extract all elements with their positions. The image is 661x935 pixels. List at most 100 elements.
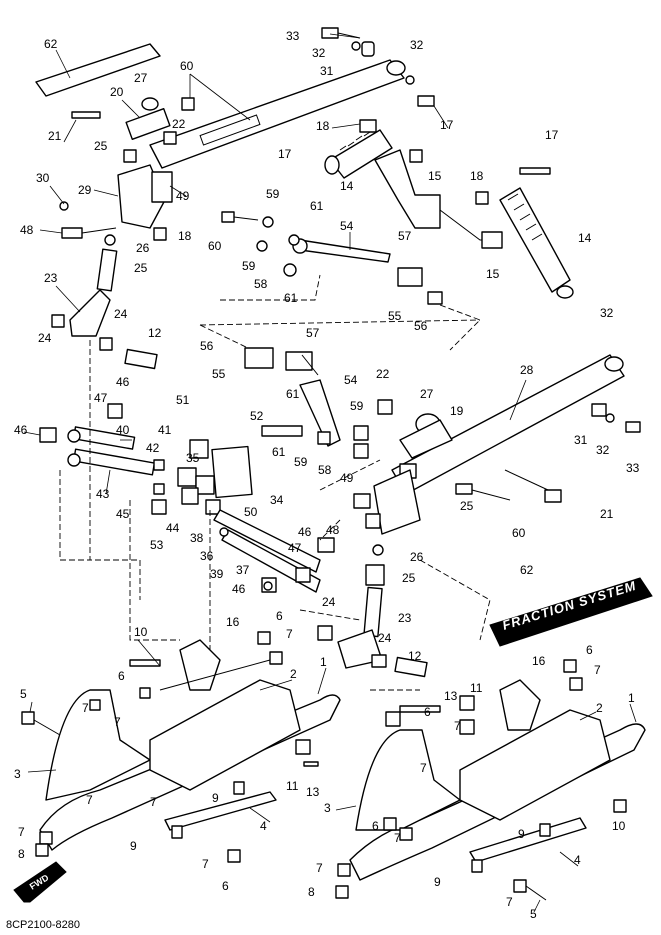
- callout-26b: 26: [410, 550, 424, 564]
- callout-27: 27: [134, 71, 148, 85]
- callout-24: 24: [114, 307, 128, 321]
- callout-9d: 9: [434, 875, 441, 889]
- callout-37: 37: [236, 563, 250, 577]
- callout-1: 1: [320, 655, 327, 669]
- callout-11: 11: [470, 681, 483, 695]
- callout-61d: 61: [272, 445, 286, 459]
- callout-46d: 46: [232, 582, 246, 596]
- callout-41: 41: [158, 423, 172, 437]
- callout-25c: 25: [460, 499, 474, 513]
- callout-7l: 7: [316, 861, 323, 875]
- callout-2: 2: [290, 667, 297, 681]
- callout-59c: 59: [350, 399, 364, 413]
- callout-18c: 18: [178, 229, 192, 243]
- callout-20: 20: [110, 85, 124, 99]
- callout-7m: 7: [506, 895, 513, 909]
- callout-25d: 25: [402, 571, 416, 585]
- callout-5: 5: [20, 687, 27, 701]
- callout-56b: 56: [200, 339, 214, 353]
- callout-6b: 6: [586, 643, 593, 657]
- callout-16b: 16: [532, 654, 546, 668]
- callout-55b: 55: [212, 367, 226, 381]
- callout-54b: 54: [344, 373, 358, 387]
- callout-58: 58: [254, 277, 268, 291]
- callout-7c: 7: [82, 701, 89, 715]
- spindle-assembly-top: [51, 97, 259, 351]
- decal-strip-fraction-system: FRACTION SYSTEM: [489, 577, 653, 647]
- callout-40: 40: [116, 423, 130, 437]
- callout-7g: 7: [86, 793, 93, 807]
- decal-strip-top: [35, 43, 161, 97]
- callout-49: 49: [176, 189, 190, 203]
- callout-15: 15: [428, 169, 442, 183]
- callout-4b: 4: [574, 853, 581, 867]
- callout-36: 36: [200, 549, 214, 563]
- dashed-guides: [59, 340, 491, 691]
- callout-21: 21: [48, 129, 62, 143]
- callout-7d: 7: [114, 715, 121, 729]
- callout-52: 52: [250, 409, 264, 423]
- callout-51: 51: [176, 393, 190, 407]
- callout-50: 50: [244, 505, 258, 519]
- callout-30: 30: [36, 171, 50, 185]
- callout-61c: 61: [286, 387, 300, 401]
- callout-24b: 24: [38, 331, 52, 345]
- callout-5b: 5: [530, 907, 537, 921]
- callout-7h: 7: [150, 795, 157, 809]
- callout-7b: 7: [594, 663, 601, 677]
- callout-31b: 31: [574, 433, 588, 447]
- callout-31: 31: [320, 64, 334, 78]
- callout-12b: 12: [408, 649, 422, 663]
- callout-14: 14: [340, 179, 354, 193]
- callout-46: 46: [116, 375, 130, 389]
- callout-6: 6: [276, 609, 283, 623]
- callout-7k: 7: [202, 857, 209, 871]
- callout-24c: 24: [322, 595, 336, 609]
- callout-16: 16: [226, 615, 240, 629]
- center-linkage: [177, 347, 369, 593]
- callout-27b: 27: [420, 387, 434, 401]
- callout-54: 54: [340, 219, 354, 233]
- callout-12: 12: [148, 326, 162, 340]
- callout-11b: 11: [286, 779, 299, 793]
- callout-39: 39: [210, 567, 224, 581]
- callouts: 62 33 32 32 31 60 27 20 22 21 25 18 17 1…: [14, 29, 640, 921]
- callout-7e: 7: [454, 719, 461, 733]
- mounting-bracket-right: [374, 149, 503, 249]
- callout-47: 47: [94, 391, 108, 405]
- callout-42: 42: [146, 441, 160, 455]
- callout-35: 35: [186, 451, 200, 465]
- callout-7f: 7: [420, 761, 427, 775]
- reference-code: 8CP2100-8280: [6, 919, 80, 931]
- direction-badge: FWD: [13, 861, 67, 903]
- callout-23: 23: [44, 271, 58, 285]
- ski-assembly-right: [335, 656, 646, 901]
- callout-7i: 7: [18, 825, 25, 839]
- callout-60c: 60: [512, 526, 526, 540]
- callout-22b: 22: [376, 367, 390, 381]
- callout-8: 8: [18, 847, 25, 861]
- callout-9: 9: [212, 791, 219, 805]
- callout-17: 17: [440, 118, 454, 132]
- callout-32b: 32: [410, 38, 424, 52]
- callout-43: 43: [96, 487, 110, 501]
- callout-9b: 9: [518, 827, 525, 841]
- callout-48b: 48: [326, 523, 340, 537]
- callout-62b: 62: [520, 563, 534, 577]
- callout-25: 25: [94, 139, 108, 153]
- callout-32c: 32: [600, 306, 614, 320]
- callout-22: 22: [172, 117, 186, 131]
- suspension-arm-middle: [317, 354, 641, 669]
- callout-57: 57: [398, 229, 412, 243]
- callout-6e: 6: [372, 819, 379, 833]
- suspension-arm-top: [149, 59, 406, 169]
- callout-9c: 9: [130, 839, 137, 853]
- callout-49b: 49: [340, 471, 354, 485]
- callout-62: 62: [44, 37, 58, 51]
- callout-46c: 46: [298, 525, 312, 539]
- callout-59b: 59: [242, 259, 256, 273]
- tie-rod-top: [256, 216, 443, 305]
- callout-23b: 23: [398, 611, 412, 625]
- callout-7: 7: [286, 627, 293, 641]
